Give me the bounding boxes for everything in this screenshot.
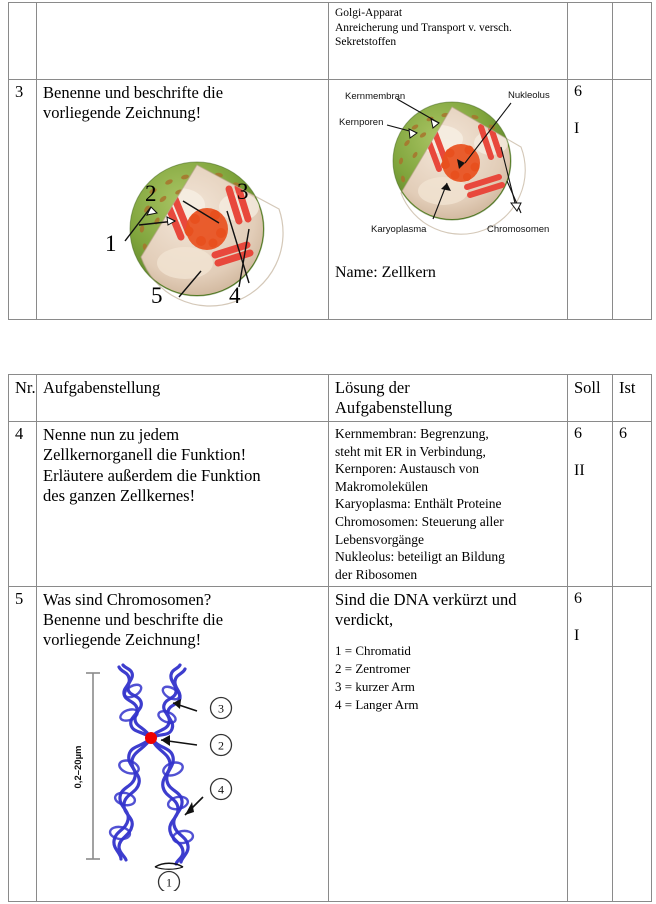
figure-nucleus-solution: Kernmembran Kernporen Nukleolus Karyopla…: [335, 85, 563, 250]
callout-5: 5: [151, 283, 163, 307]
cell-soll: [567, 2, 613, 80]
scale-label: 0,2–20µm: [73, 745, 84, 788]
table-header-row: Nr. Aufgabenstellung Lösung der Aufgaben…: [8, 373, 652, 423]
cell-soll: 6 I: [567, 79, 613, 320]
cell-nr: 3: [8, 79, 37, 320]
label-chromosomen: Chromosomen: [487, 224, 549, 235]
figure-chromosome: 0,2–20µm: [63, 662, 278, 891]
header-solution: Lösung der Aufgabenstellung: [328, 373, 568, 423]
task-text: Was sind Chromosomen? Benenne und beschr…: [43, 590, 224, 650]
solution-lead: Sind die DNA verkürzt und verdickt,: [335, 590, 517, 630]
scale-bar: [86, 671, 100, 860]
cell-task: Benenne und beschrifte die vorliegende Z…: [36, 79, 329, 320]
label-kernporen: Kernporen: [339, 117, 383, 128]
exam-table-top: Golgi-Apparat Anreicherung und Transport…: [8, 2, 652, 320]
callout-1: 1: [166, 875, 172, 889]
header-ist: Ist: [612, 373, 652, 423]
label-nukleolus: Nukleolus: [508, 90, 550, 101]
callout-1: 1: [105, 231, 117, 256]
soll-level: II: [574, 461, 585, 479]
callout-4: 4: [218, 782, 224, 796]
cell-solution: Golgi-Apparat Anreicherung und Transport…: [328, 2, 568, 80]
soll-points: 6: [574, 83, 582, 100]
label-karyoplasma: Karyoplasma: [371, 224, 427, 235]
label-kernmembran: Kernmembran: [345, 91, 405, 102]
cell-ist: [612, 586, 652, 903]
cell-soll: 6 II: [567, 421, 613, 588]
task-text: Benenne und beschrifte die vorliegende Z…: [43, 83, 224, 123]
header-nr: Nr.: [8, 373, 37, 423]
cell-task: Nenne nun zu jedem Zellkernorganell die …: [36, 421, 329, 588]
cell-ist: [612, 2, 652, 80]
cell-nr: 5: [8, 586, 37, 903]
table-row: Golgi-Apparat Anreicherung und Transport…: [8, 2, 652, 80]
soll-level: I: [574, 626, 580, 644]
cell-nr: 4: [8, 421, 37, 588]
cell-solution: Kernmembran Kernporen Nukleolus Karyopla…: [328, 79, 568, 320]
callout-2: 2: [145, 181, 157, 206]
solution-list: 1 = Chromatid 2 = Zentromer 3 = kurzer A…: [335, 643, 419, 713]
header-task: Aufgabenstellung: [36, 373, 329, 423]
table-row: 4 Nenne nun zu jedem Zellkernorganell di…: [8, 421, 652, 588]
chromosome-drawing: 0,2–20µm: [73, 662, 233, 891]
nucleus-solution-drawing: Kernmembran Kernporen Nukleolus Karyopla…: [339, 90, 550, 235]
figure-nucleus-question: 1 2 3 4 5: [89, 137, 304, 307]
callout-2: 2: [218, 738, 224, 752]
cell-ist: 6: [612, 421, 652, 588]
header-soll: Soll: [567, 373, 613, 423]
table-row: 5 Was sind Chromosomen? Benenne und besc…: [8, 586, 652, 903]
nucleus-question-drawing: 1 2 3 4 5: [105, 161, 284, 307]
callout-3: 3: [218, 701, 224, 715]
centromere-dot: [145, 731, 157, 744]
soll-level: I: [574, 119, 580, 137]
cell-task: Was sind Chromosomen? Benenne und beschr…: [36, 586, 329, 903]
cell-ist: [612, 79, 652, 320]
cell-soll: 6 I: [567, 586, 613, 903]
soll-points: 6: [574, 590, 582, 608]
cell-solution: Kernmembran: Begrenzung, steht mit ER in…: [328, 421, 568, 588]
soll-points: 6: [574, 425, 582, 443]
callout-4: 4: [229, 283, 241, 307]
cell-solution: Sind die DNA verkürzt und verdickt, 1 = …: [328, 586, 568, 903]
callout-3: 3: [237, 179, 249, 204]
solution-name-label: Name: Zellkern: [335, 264, 436, 281]
exam-table-bottom: Nr. Aufgabenstellung Lösung der Aufgaben…: [8, 373, 652, 903]
cell-task: [36, 2, 329, 80]
table-row: 3 Benenne und beschrifte die vorliegende…: [8, 79, 652, 320]
cell-nr: [8, 2, 37, 80]
